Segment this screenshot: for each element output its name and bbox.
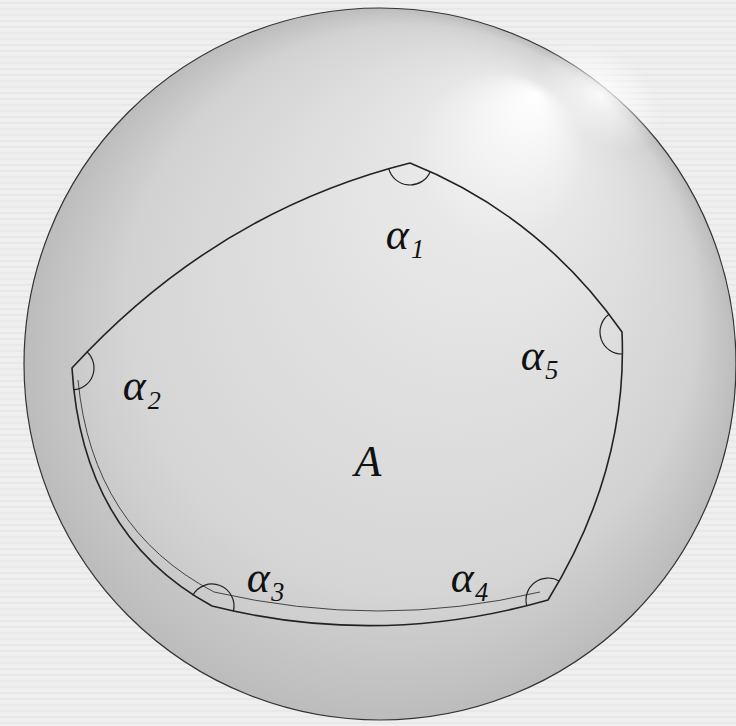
angle-label: α₅ xyxy=(521,334,559,378)
angle-label: α₃ xyxy=(247,556,285,600)
rim-line xyxy=(78,380,540,611)
spherical-pentagon xyxy=(72,163,622,626)
angle-arc xyxy=(73,352,94,390)
angle-label: α₁ xyxy=(386,213,424,257)
angle-arc xyxy=(526,578,560,606)
angle-label: α₄ xyxy=(451,556,489,600)
angle-arc xyxy=(600,314,623,354)
area-label: A xyxy=(355,440,382,484)
angle-label: α₂ xyxy=(123,364,161,408)
sphere xyxy=(24,8,736,720)
highlight xyxy=(517,18,683,172)
angle-arc xyxy=(389,168,431,185)
angle-arc xyxy=(193,584,234,611)
